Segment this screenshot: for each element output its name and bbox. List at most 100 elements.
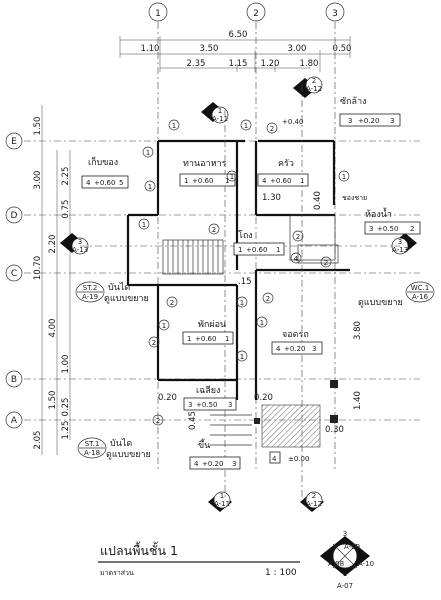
room-tag: 1 [187,335,191,343]
section-num: 3 [398,238,402,246]
dim-380: 3.80 [353,321,363,340]
room-code: 3 [232,460,236,468]
section-num: 1 [220,492,224,500]
room-tag: 4 [262,177,267,185]
room-name: เฉลียง [196,385,220,396]
scale-value: 1 : 100 [265,568,297,578]
left-dimensions: 1.50 3.00 2.20 10.70 4.00 1.50 2.05 2.25… [33,105,71,455]
room-living: พักผ่อน 1 +0.60 1 [182,320,234,345]
room-code: 3 [228,401,232,409]
grid-col-1: 1 [155,9,161,19]
dim-inner-2: 0.75 [61,200,71,219]
grid-row-e: E [11,137,17,147]
dim-top-2: 3.50 [200,44,219,54]
dim-left-6: 1.50 [48,391,58,410]
elev-bottom: 1 [343,570,347,578]
room-tag: 3 [348,117,352,125]
door-tag: 1 [260,319,264,327]
door-tag: 1 [162,322,166,330]
section-num: 3 [78,238,82,246]
room-name: ครัว [278,159,294,169]
door-tag: 1 [342,173,346,181]
section-mark-2-bottom: 2 A-12 [300,491,324,512]
front-terrace [210,244,339,448]
dim-inner-5: 1.25 [61,421,71,440]
shelf-label: ชองชาย [342,194,367,202]
room-kitchen: ครัว 4 +0.60 1 [257,159,309,187]
stair-note-st1: ST.1 A-18 บันได ดูแบบขยาย [77,437,151,460]
st1-tag: ST.1 [85,440,100,448]
room-tag: 4 [276,345,281,353]
elev-bottom-ref: A-07 [337,582,353,590]
ground-level: ±0.00 [288,455,309,463]
dim-inner-1: 2.25 [61,167,71,186]
dim-130: 1.30 [262,193,281,203]
wc-ref: A-16 [412,293,429,301]
door-tag: 2 [324,259,328,267]
elevation-key: 3 A-09 2 A-08 4 A-10 1 A-07 [320,530,374,590]
wc-line: ดูแบบขยาย [358,298,403,308]
room-code: 1 [225,177,229,185]
section-ref: A-11 [212,115,228,123]
section-num: 1 [218,107,222,115]
dim-top2-2: 1.15 [229,59,248,69]
room-level: +0.60 [195,335,216,343]
elev-top-ref: A-09 [344,543,360,551]
room-storage: เก็บของ 4 +0.60 5 [81,155,129,189]
room-level: +0.50 [377,225,398,233]
section-mark-2-top: 2 A-12 [293,76,323,98]
door-tag: 2 [266,295,270,303]
st2-ref: A-19 [82,293,98,301]
room-up-steps: ขึ้น 4 +0.20 3 [189,438,241,470]
room-name: ซักล้าง [340,96,367,107]
st1-line1: บันได [110,438,132,449]
room-code: 5 [119,179,123,187]
door-tag: 1 [146,149,150,157]
room-level: +0.20 [284,345,305,353]
section-ref: A-12 [306,500,322,508]
section-ref: A-12 [306,85,322,93]
grid-row-b: B [11,375,17,385]
dim-top-1: 1.10 [141,44,160,54]
door-tag: 1 [142,221,146,229]
grid-col-2: 2 [253,9,259,19]
room-level: +0.50 [196,401,217,409]
elev-left: 2 [324,551,328,559]
dim-left-5: 4.00 [48,319,58,338]
dim-020-b: 0.20 [254,393,273,403]
door-tag: 2 [212,226,216,234]
dim-140: 1.40 [353,391,363,410]
door-tag: 4 [294,255,299,263]
room-name: โถง [238,230,253,241]
grid-row-a: A [11,416,18,426]
dim-15: .15 [238,277,252,287]
room-code: 3 [390,117,394,125]
section-ref: A-11 [214,500,230,508]
misc-labels: +0.40 ชองชาย 4 ±0.00 [269,118,367,464]
dim-left-1: 1.50 [33,117,43,136]
room-tag: 3 [188,401,192,409]
dim-020-a: 0.20 [158,393,177,403]
room-dining: ทานอาหาร 1 +0.60 1 [179,159,236,187]
room-tag: 3 [369,225,373,233]
door-tag: 1 [244,122,248,130]
dim-left-4: 10.70 [33,256,43,280]
room-name: จอดรถ [282,330,309,340]
elev-top: 3 [343,530,347,538]
inner-dimensions: 1.30 0.40 .15 0.20 0.20 0.45 0.30 3.80 1… [158,191,363,435]
room-terrace: เฉลียง 3 +0.50 3 [183,385,237,411]
door-tag: 2 [170,299,174,307]
grid-row-d: D [11,211,18,221]
room-name: ขึ้น [198,438,210,451]
room-level: +0.60 [246,246,267,254]
section-mark-1-bottom: 1 A-11 [208,491,232,512]
dim-045: 0.45 [188,411,198,430]
section-mark-3-left: 3 A-13 [60,233,89,255]
grid-row-c: C [11,269,17,279]
room-tag: 4 [194,460,199,468]
st2-line1: บันได [108,282,130,293]
stair-note-st2: ST.2 A-19 บันได ดูแบบขยาย [75,281,149,304]
room-laundry: ซักล้าง 3 +0.20 3 [339,96,401,127]
door-tag: 2 [152,339,156,347]
dim-top2-1: 2.35 [187,59,206,69]
